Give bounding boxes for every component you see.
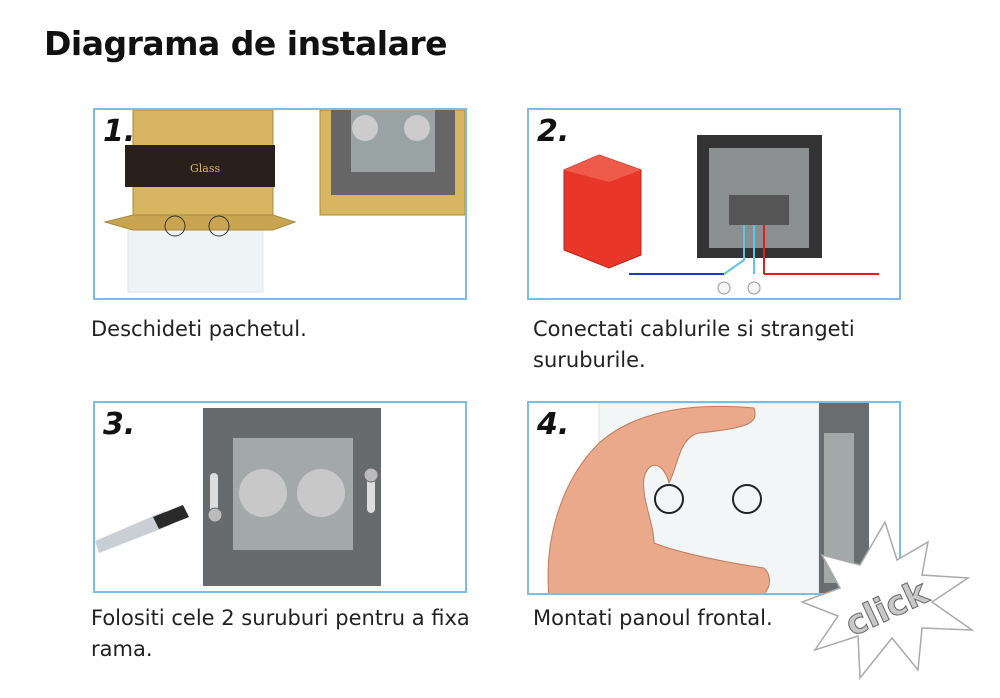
step-number: 4. xyxy=(537,407,570,442)
step-3-caption: Folositi cele 2 suruburi pentru a fixa r… xyxy=(91,606,470,661)
step-4-panel: 4. xyxy=(527,401,901,595)
step-2-caption: Conectati cablurile si strangeti surubur… xyxy=(533,317,855,372)
step-number: 3. xyxy=(103,407,136,442)
page-title: Diagrama de instalare xyxy=(44,24,448,63)
step-number: 1. xyxy=(103,114,136,149)
step-1-caption: Deschideti pachetul. xyxy=(91,317,307,341)
step-4-caption: Montati panoul frontal. xyxy=(533,606,773,630)
front-panel-illustration xyxy=(547,403,869,593)
svg-text:Glass: Glass xyxy=(190,162,221,175)
step-number: 2. xyxy=(537,114,570,149)
frame-screw-illustration xyxy=(95,408,381,586)
click-starburst: click xyxy=(800,520,975,680)
step-3-panel: 3. xyxy=(93,401,467,593)
package-illustration: Glass xyxy=(103,110,465,293)
step-2-panel: 2. xyxy=(527,108,901,300)
step-1-panel: 1. Glass xyxy=(93,108,467,300)
wiring-illustration xyxy=(563,135,879,295)
